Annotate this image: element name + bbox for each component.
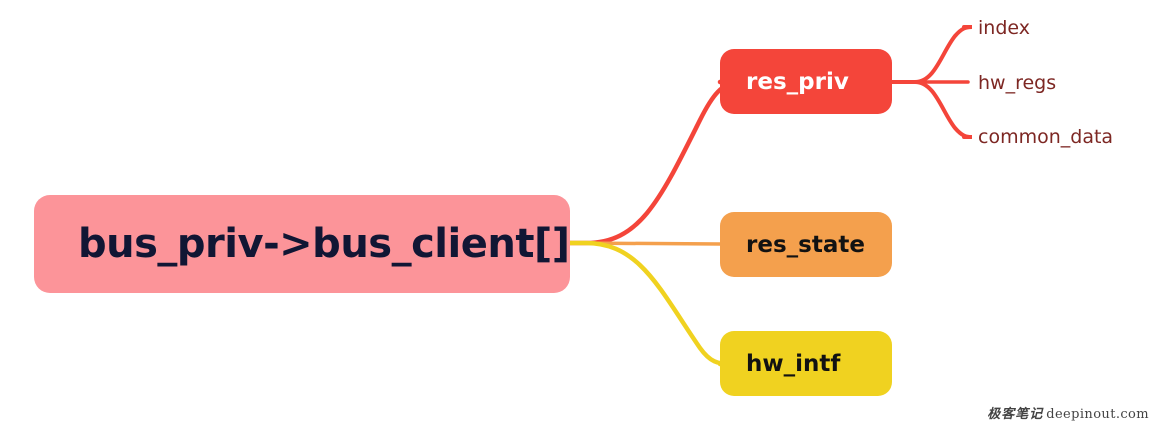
node-hw-intf[interactable]: hw_intf [720,331,892,396]
node-hw-intf-label: hw_intf [746,350,841,377]
node-root[interactable]: bus_priv->bus_client[] [34,195,570,293]
node-res-state-label: res_state [746,231,865,258]
node-res-state[interactable]: res_state [720,212,892,277]
node-res-priv-label: res_priv [746,68,849,95]
edge-res-priv-to-index [890,25,973,84]
edge-res-priv-to-common-data [890,80,973,139]
leaf-hw-regs[interactable]: hw_regs [978,72,1057,94]
node-res-priv[interactable]: res_priv [720,49,892,114]
edge-root-to-res-priv [567,79,741,246]
node-root-label: bus_priv->bus_client[] [78,221,570,267]
watermark-cn-text: 极客笔记 [987,407,1044,422]
leaf-index[interactable]: index [978,17,1030,39]
edge-root-to-hw-intf [567,240,731,367]
leaf-common-data[interactable]: common_data [978,126,1114,148]
watermark-domain-text: deepinout.com [1046,407,1149,422]
